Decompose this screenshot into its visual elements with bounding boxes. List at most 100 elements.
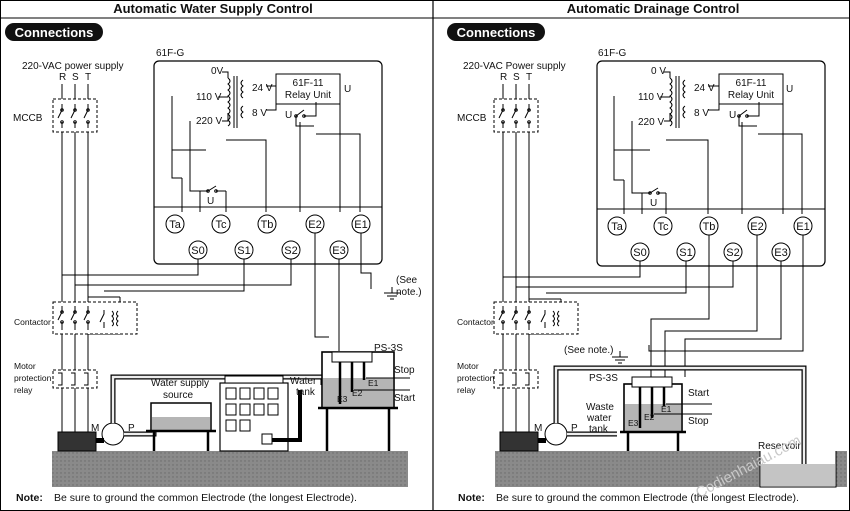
pump-body: [544, 422, 568, 446]
motor-relay-elements: [499, 372, 530, 386]
pump-label: P: [571, 423, 578, 434]
source-label-2: source: [163, 390, 193, 401]
transformer: [660, 71, 686, 128]
panel-drainage: Automatic Drainage Control Connections 2…: [447, 1, 847, 504]
note-text: Be sure to ground the common Electrode (…: [496, 492, 799, 504]
tap-110v: 110 V: [638, 92, 664, 103]
relay-unit-label: Relay Unit: [285, 90, 331, 101]
tap-110v: 110 V: [196, 92, 222, 103]
terminal-tb: [257, 214, 277, 234]
terminal-tb-label: Tb: [261, 219, 274, 231]
electrode-e2: E2: [352, 388, 363, 398]
electrodes: [338, 362, 366, 404]
panel-title: Automatic Drainage Control: [567, 1, 740, 16]
building-windows: [225, 387, 279, 432]
external-wiring: [62, 233, 400, 351]
aux-contact-u: U: [650, 198, 657, 209]
ps3s-label: PS-3S: [589, 373, 618, 384]
source-water: [152, 417, 210, 430]
phase-s: S: [513, 72, 520, 83]
mccb-switches: [57, 104, 90, 128]
terminal-ta: [165, 214, 185, 234]
tank-label-2: water: [586, 413, 612, 424]
controller-model: 61F-G: [156, 48, 185, 59]
phase-t: T: [526, 72, 532, 83]
level-markers: [654, 403, 712, 415]
terminal-e3-label: E3: [332, 245, 345, 257]
pump-shaft: [538, 438, 546, 443]
tap-220v: 220 V: [196, 116, 222, 127]
terminal-tc-label: Tc: [216, 219, 228, 231]
tap-24v: 24 V: [694, 83, 715, 94]
terminal-tc: [211, 214, 231, 234]
contactor-contacts: [57, 306, 119, 330]
electrode-e3: E3: [628, 418, 639, 428]
phase-r: R: [59, 72, 66, 83]
reservoir-label: Reservoir: [758, 441, 801, 452]
contactor-box: [493, 301, 579, 335]
tank-label-3: tank: [589, 424, 609, 435]
connections-label: Connections: [457, 25, 536, 40]
terminals-bottom: S0 S1 S2 E3: [188, 240, 349, 260]
terminals-top: Ta Tc Tb E2 E1: [607, 216, 813, 236]
electrode-e1: E1: [661, 404, 672, 414]
motor-relay-label-1: Motor: [14, 361, 36, 371]
level-start: Start: [394, 393, 415, 404]
phase-s: S: [72, 72, 79, 83]
terminal-tc: [653, 216, 673, 236]
motor-body: [57, 431, 97, 452]
mccb-label: MCCB: [457, 113, 487, 124]
tank-label-2: tank: [296, 387, 316, 398]
relay-unit-box: [275, 73, 341, 105]
contactor-label: Contactor: [14, 317, 51, 327]
level-stop: Stop: [688, 416, 709, 427]
relay-unit-box: [718, 73, 784, 105]
contactor-contacts: [498, 306, 560, 330]
terminals-bottom: S0 S1 S2 E3: [630, 242, 791, 262]
terminal-tb-label: Tb: [703, 221, 716, 233]
terminal-e2-label: E2: [308, 219, 321, 231]
terminal-tc-label: Tc: [658, 221, 670, 233]
tank-label-1: Water: [290, 376, 317, 387]
note-text: Be sure to ground the common Electrode (…: [54, 492, 357, 504]
ps3s-label: PS-3S: [374, 343, 403, 354]
tap-0v: 0 V: [651, 66, 666, 77]
panel-title: Automatic Water Supply Control: [113, 1, 313, 16]
motor-relay-label-3: relay: [457, 385, 476, 395]
outlet-pipe: [268, 390, 302, 442]
motor-label: M: [534, 423, 542, 434]
building-roof: [224, 375, 284, 384]
source-label-1: Water supply: [151, 378, 209, 389]
motor-label: M: [91, 423, 99, 434]
mccb-label: MCCB: [13, 113, 43, 124]
internal-wiring: [171, 85, 361, 212]
see-note-line2: note.): [396, 287, 422, 298]
relay-unit-label: Relay Unit: [728, 90, 774, 101]
motor-relay-label-3: relay: [14, 385, 33, 395]
faucet: [261, 433, 273, 445]
tap-8v: 8 V: [694, 108, 709, 119]
phase-r: R: [500, 72, 507, 83]
terminal-e3-label: E3: [774, 247, 787, 259]
electrode-holder: [331, 351, 373, 363]
note-label: Note:: [458, 492, 485, 504]
motor-relay-label-1: Motor: [457, 361, 479, 371]
motor-body: [499, 431, 539, 452]
tank-stand: [318, 406, 398, 451]
relay-unit-model: 61F-11: [736, 78, 767, 89]
drain-pipe-inner: [554, 366, 806, 464]
terminal-e1-label: E1: [796, 221, 809, 233]
motor-relay-label-2: protection: [14, 373, 52, 383]
pump-shaft: [96, 438, 104, 443]
level-markers: [354, 377, 410, 391]
motor-relay-label-2: protection: [457, 373, 495, 383]
see-note-line1: (See: [396, 275, 418, 286]
tank-stand: [620, 430, 686, 451]
external-wiring: [503, 235, 804, 377]
terminal-s2-label: S2: [284, 245, 297, 257]
terminal-s1-label: S1: [679, 247, 692, 259]
electrode-holder: [631, 376, 673, 388]
reservoir-water: [761, 464, 835, 486]
motor-relay-elements: [58, 372, 89, 386]
